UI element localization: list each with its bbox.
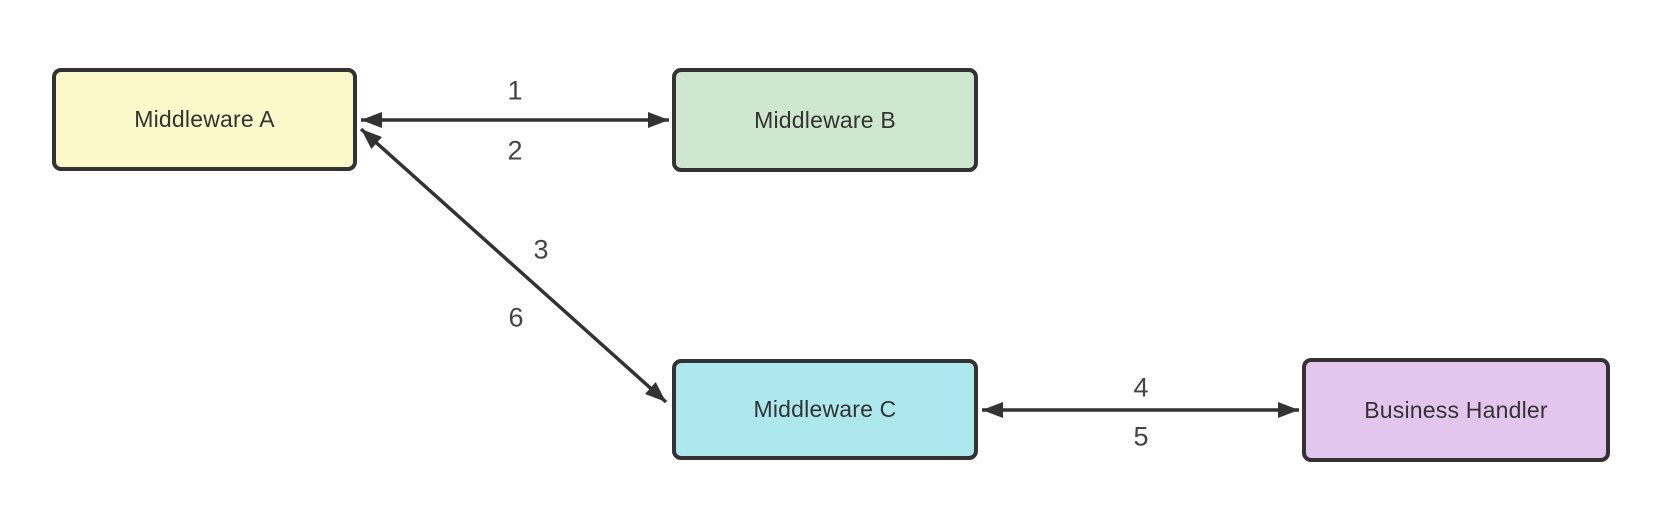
node-middleware-a: Middleware A: [52, 68, 357, 171]
node-middleware-c: Middleware C: [672, 359, 978, 460]
edge-a-b-label-1: 1: [507, 75, 523, 106]
node-middleware-c-label: Middleware C: [753, 396, 897, 422]
node-middleware-b: Middleware B: [672, 68, 978, 172]
edge-a-c-label-3: 3: [533, 234, 549, 265]
node-business-handler: Business Handler: [1302, 358, 1610, 462]
edge-a-c: [359, 127, 668, 404]
edge-a-c-label-6: 6: [508, 302, 524, 333]
node-business-handler-label: Business Handler: [1364, 396, 1548, 423]
node-middleware-b-label: Middleware B: [754, 106, 896, 133]
edge-c-handler-label-4: 4: [1133, 372, 1149, 403]
edge-a-b-label-2: 2: [507, 135, 523, 166]
node-middleware-a-label: Middleware A: [134, 106, 275, 132]
edge-c-handler-label-5: 5: [1133, 421, 1149, 452]
